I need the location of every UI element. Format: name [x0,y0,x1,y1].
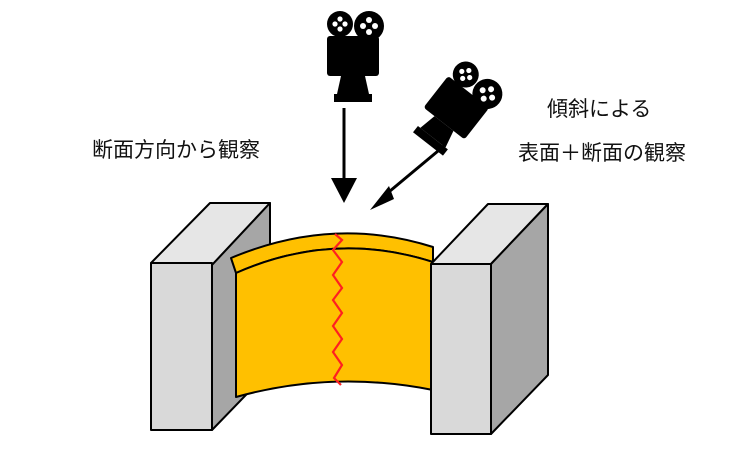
oblique-label-line1: 傾斜による [547,97,651,121]
right-block [430,203,549,435]
movie-camera-icon [407,56,509,164]
cross-section-label: 断面方向から観察 [92,138,260,162]
crack-line [331,233,344,386]
vertical-arrow [331,108,357,203]
oblique-arrow [370,144,445,210]
curved-specimen [230,232,434,398]
oblique-label-line2: 表面＋断面の観察 [518,141,686,165]
movie-camera-icon [327,11,384,102]
